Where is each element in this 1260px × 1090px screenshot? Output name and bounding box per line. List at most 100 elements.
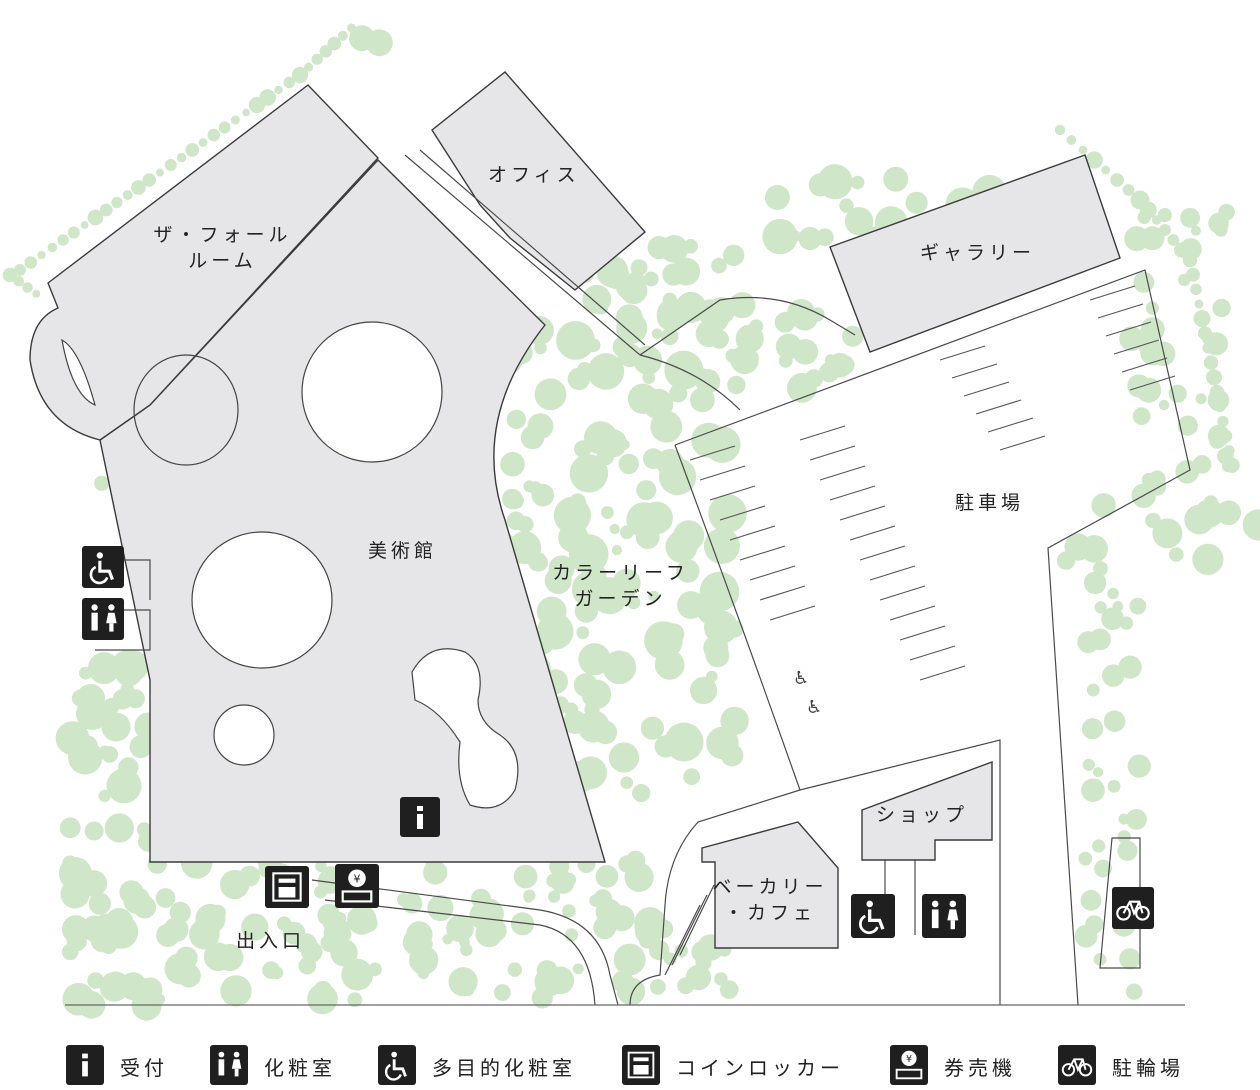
tree bbox=[277, 916, 292, 931]
tree bbox=[534, 378, 567, 411]
tree bbox=[582, 284, 612, 314]
label-shop: ショップ bbox=[876, 804, 969, 826]
tree bbox=[844, 207, 874, 236]
tree bbox=[1140, 347, 1151, 358]
tree bbox=[1081, 718, 1104, 740]
tree bbox=[87, 972, 104, 989]
tree bbox=[106, 768, 142, 804]
tree bbox=[175, 946, 198, 970]
tree bbox=[1212, 298, 1231, 318]
tree bbox=[619, 439, 630, 450]
tree bbox=[1127, 754, 1151, 778]
tree bbox=[723, 244, 745, 266]
tree bbox=[1107, 779, 1121, 793]
tree bbox=[1102, 664, 1125, 687]
tree bbox=[1195, 393, 1207, 405]
tree bbox=[720, 706, 749, 736]
ticket-office-icon: ¥ bbox=[890, 1045, 928, 1085]
tree bbox=[1137, 210, 1152, 225]
tree bbox=[611, 545, 623, 556]
tree bbox=[548, 555, 575, 582]
tree bbox=[1119, 326, 1144, 352]
label-entrance: 出入口 bbox=[236, 930, 306, 952]
tree bbox=[1158, 399, 1170, 411]
tree bbox=[651, 328, 663, 340]
courtyard-circle-2 bbox=[191, 531, 333, 669]
tree bbox=[1242, 509, 1260, 541]
tree bbox=[587, 353, 625, 390]
tree bbox=[62, 983, 95, 1016]
map-accessible-restroom-icon-2 bbox=[851, 894, 895, 938]
tree bbox=[76, 926, 91, 940]
tree bbox=[500, 451, 525, 477]
tree bbox=[1117, 840, 1138, 861]
legend-label: 化粧室 bbox=[264, 1056, 336, 1080]
tree bbox=[98, 745, 112, 758]
tree bbox=[749, 319, 764, 334]
tree bbox=[649, 921, 662, 933]
legend-label: 駐輪場 bbox=[1112, 1056, 1184, 1080]
tree bbox=[627, 383, 659, 414]
tree bbox=[506, 409, 526, 429]
tree bbox=[502, 488, 523, 510]
tree bbox=[123, 886, 151, 914]
tree bbox=[726, 620, 744, 638]
tree bbox=[695, 954, 712, 971]
bicycle-parking-icon bbox=[1058, 1045, 1096, 1085]
tree bbox=[595, 898, 622, 925]
tree bbox=[1064, 533, 1092, 561]
tree bbox=[536, 596, 567, 627]
tree bbox=[762, 218, 798, 255]
tree bbox=[347, 992, 363, 1008]
map-legend: 受付 化粧室 多目的化粧室 コインロッカー ¥ 券売機 駐輪場 bbox=[0, 1040, 1260, 1090]
tree bbox=[442, 934, 453, 945]
tree bbox=[608, 742, 640, 773]
tree bbox=[775, 333, 802, 360]
tree bbox=[298, 957, 317, 975]
tree bbox=[1082, 758, 1095, 771]
tree bbox=[494, 984, 511, 1001]
tree bbox=[401, 893, 423, 914]
tree bbox=[905, 191, 928, 214]
tree bbox=[61, 943, 79, 961]
tree bbox=[108, 718, 123, 732]
tree bbox=[1091, 493, 1116, 518]
tree bbox=[839, 198, 854, 213]
tree bbox=[574, 756, 607, 790]
tree bbox=[1140, 317, 1165, 342]
tree bbox=[562, 904, 576, 918]
tree bbox=[78, 704, 95, 721]
tree bbox=[531, 987, 553, 1009]
tree bbox=[193, 866, 205, 879]
tree bbox=[691, 422, 727, 458]
tree bbox=[613, 943, 646, 976]
map-restroom-icon-2 bbox=[922, 894, 966, 938]
tree bbox=[1129, 597, 1147, 615]
tree bbox=[347, 905, 377, 935]
the-fall-room-building bbox=[29, 84, 379, 441]
map-accessible-restroom-icon bbox=[82, 546, 124, 588]
tree bbox=[448, 967, 478, 997]
tree bbox=[1085, 915, 1104, 934]
tree bbox=[1145, 512, 1161, 529]
coin-locker-icon bbox=[622, 1045, 660, 1085]
tree bbox=[155, 888, 176, 908]
tree bbox=[657, 306, 681, 330]
tree bbox=[635, 525, 660, 549]
tree bbox=[612, 568, 641, 598]
tree bbox=[586, 338, 601, 353]
tree bbox=[473, 898, 504, 929]
tree bbox=[708, 596, 721, 610]
tree bbox=[1077, 631, 1100, 654]
tree bbox=[737, 347, 750, 360]
tree bbox=[88, 652, 120, 685]
tree bbox=[602, 650, 637, 685]
tree bbox=[507, 962, 522, 977]
tree bbox=[427, 894, 454, 922]
tree bbox=[615, 304, 643, 332]
tree bbox=[638, 931, 656, 949]
tree bbox=[62, 855, 78, 872]
tree bbox=[708, 494, 747, 533]
office-building bbox=[431, 71, 647, 291]
tree bbox=[690, 676, 718, 705]
